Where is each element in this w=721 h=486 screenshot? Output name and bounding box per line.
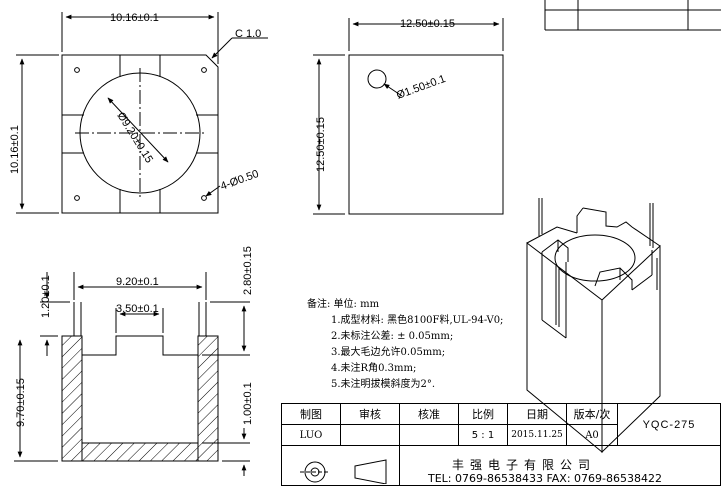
section-top-dim: 9.20±0.1	[116, 276, 159, 288]
header-drawn: 制图	[281, 403, 341, 425]
projection-cell	[281, 445, 400, 486]
company-contact: TEL: 0769-86538433 FAX: 0769-86538422	[428, 472, 662, 485]
value-scale: 5 : 1	[458, 424, 508, 446]
value-date: 2015.11.25	[507, 424, 567, 446]
holes-dim: 4-Ø0.50	[219, 168, 260, 193]
corner-table	[544, 0, 721, 31]
note-item: 5.未注明拔模斜度为2°.	[331, 379, 436, 390]
value-checked	[340, 424, 400, 446]
header-approved: 核准	[399, 403, 459, 425]
notes-heading: 备注: 单位: mm	[307, 299, 380, 310]
side-height-dim: 12.50±0.15	[315, 117, 327, 172]
section-height-dim: 9.70±0.15	[15, 378, 27, 427]
company-name: 丰强电子有限公司	[452, 458, 597, 472]
note-item: 2.未标注公差: ± 0.05mm;	[331, 331, 454, 342]
notes: 备注: 单位: mm 1.成型材料: 黑色8100F料,UL-94-V0; 2.…	[307, 297, 503, 393]
value-approved	[399, 424, 459, 446]
header-checked: 审核	[340, 403, 400, 425]
side-width-dim: 12.50±0.15	[400, 18, 455, 30]
section-slot-dim: 3.50±0.1	[116, 303, 159, 315]
mark-dim: Ø1.50±0.1	[395, 73, 447, 102]
value-drawn: LUO	[281, 424, 341, 446]
chamfer-label: C 1.0	[235, 28, 261, 40]
note-item: 3.最大毛边允许0.05mm;	[331, 347, 446, 358]
top-view	[16, 12, 268, 214]
top-width-dim: 10.16±0.1	[110, 12, 159, 24]
header-version: 版本/次	[566, 403, 618, 425]
note-item: 4.未注R角0.3mm;	[331, 363, 417, 374]
side-view	[313, 18, 504, 215]
title-block: 制图 审核 核准 比例 日期 版本/次 YQC-275 LUO 5 : 1 20…	[281, 403, 721, 486]
section-right-top-dim: 2.80±0.15	[242, 246, 254, 295]
section-view	[14, 272, 250, 476]
value-version: A0	[566, 424, 618, 446]
bore-dim: Ø9.20±0.15	[114, 110, 155, 165]
header-date: 日期	[507, 403, 567, 425]
note-item: 1.成型材料: 黑色8100F料,UL-94-V0;	[331, 315, 504, 326]
header-scale: 比例	[458, 403, 508, 425]
drawing-number: YQC-275	[617, 403, 721, 446]
section-pin-dim: 1.20±0.1	[40, 275, 52, 318]
top-height-dim: 10.16±0.1	[9, 125, 21, 174]
section-floor-dim: 1.00±0.1	[242, 382, 254, 425]
